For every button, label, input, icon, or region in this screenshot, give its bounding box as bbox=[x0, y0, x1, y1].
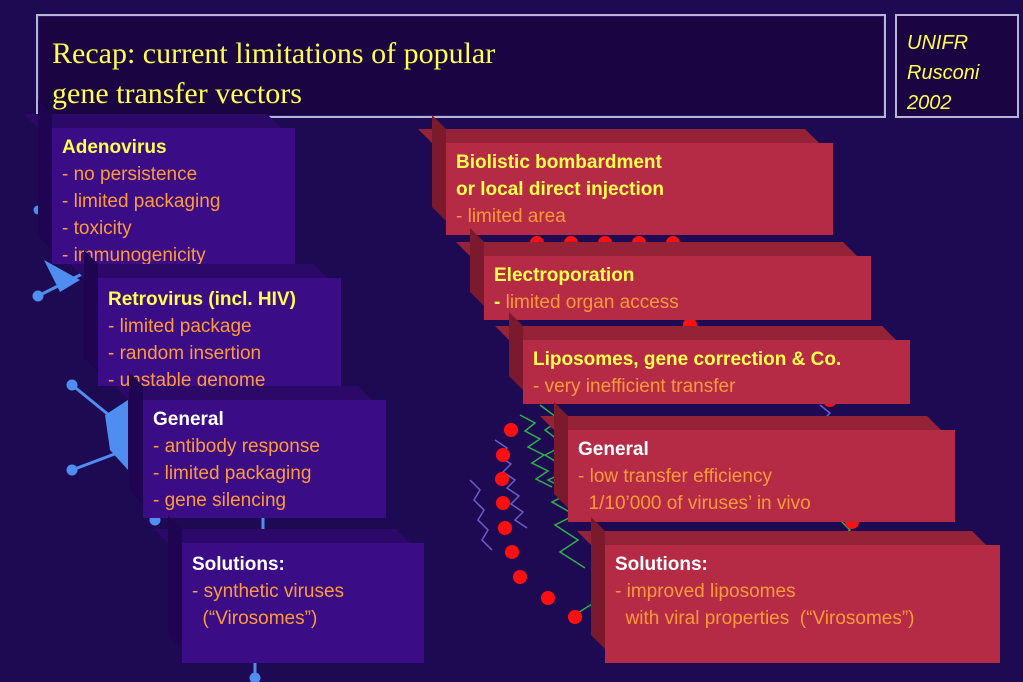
viral-general-item: - gene silencing bbox=[153, 490, 287, 511]
retrovirus-item: - unstable genome bbox=[108, 370, 266, 386]
liposomes-box: Liposomes, gene correction & Co. - very … bbox=[495, 312, 910, 404]
biolistic-heading-line-2: or local direct injection bbox=[456, 179, 664, 200]
viral-general-item: - limited packaging bbox=[153, 463, 312, 484]
biolistic-item: - limited area bbox=[456, 206, 566, 227]
nonviral-general-item: - low transfer efficiency bbox=[578, 466, 772, 487]
adenovirus-item: - limited packaging bbox=[62, 191, 221, 212]
viral-solutions-item: (“Virosomes”) bbox=[192, 608, 318, 629]
affiliation-line-3: 2002 bbox=[907, 92, 952, 114]
adenovirus-item: - no persistence bbox=[62, 164, 198, 185]
nonviral-general-heading: General bbox=[578, 439, 649, 460]
retrovirus-item: - random insertion bbox=[108, 343, 262, 364]
nonviral-general-box: General - low transfer efficiency 1/10’0… bbox=[540, 402, 955, 522]
retrovirus-box: Retrovirus (incl. HIV) - limited package… bbox=[70, 250, 341, 386]
viral-solutions-item: - synthetic viruses bbox=[192, 581, 345, 602]
electroporation-item: limited organ access bbox=[500, 292, 679, 313]
nonviral-solutions-box: Solutions: - improved liposomes with vir… bbox=[577, 517, 1000, 663]
viral-general-box: General - antibody response - limited pa… bbox=[115, 372, 386, 518]
biolistic-heading-line-1: Biolistic bombardment bbox=[456, 152, 662, 173]
title-box: Recap: current limitations of popular gen… bbox=[36, 14, 886, 118]
nonviral-solutions-item: with viral properties (“Virosomes”) bbox=[615, 608, 915, 629]
electroporation-heading: Electroporation bbox=[494, 265, 635, 286]
viral-general-item: - antibody response bbox=[153, 436, 320, 457]
biolistic-box: Biolistic bombardment or local direct in… bbox=[418, 115, 833, 235]
adenovirus-box: Adenovirus - no persistence - limited pa… bbox=[24, 100, 295, 264]
retrovirus-item: - limited package bbox=[108, 316, 252, 337]
adenovirus-item: - immunogenicity bbox=[62, 245, 206, 264]
page-title: Recap: current limitations of popular gen… bbox=[52, 34, 495, 114]
title-line-2: gene transfer vectors bbox=[52, 77, 302, 110]
nonviral-solutions-item: - improved liposomes bbox=[615, 581, 796, 602]
adenovirus-item: - toxicity bbox=[62, 218, 132, 239]
adenovirus-heading: Adenovirus bbox=[62, 137, 167, 158]
nonviral-solutions-heading: Solutions: bbox=[615, 554, 708, 575]
affiliation-line-2: Rusconi bbox=[907, 62, 980, 84]
electroporation-box: Electroporation - limited organ access bbox=[456, 228, 871, 320]
affiliation: UNIFR Rusconi 2002 bbox=[907, 28, 979, 118]
electroporation-item-line: - limited organ access bbox=[494, 289, 871, 316]
liposomes-heading: Liposomes, gene correction & Co. bbox=[533, 349, 842, 370]
affiliation-box: UNIFR Rusconi 2002 bbox=[895, 14, 1019, 118]
electroporation-bullet: - bbox=[494, 292, 501, 313]
viral-solutions-box: Solutions: - synthetic viruses (“Virosom… bbox=[154, 515, 424, 663]
title-line-1: Recap: current limitations of popular bbox=[52, 37, 496, 70]
retrovirus-heading: Retrovirus (incl. HIV) bbox=[108, 289, 296, 310]
affiliation-line-1: UNIFR bbox=[907, 32, 969, 54]
viral-general-heading: General bbox=[153, 409, 224, 430]
nonviral-general-item: 1/10’000 of viruses’ in vivo bbox=[578, 493, 811, 514]
liposomes-item: - very inefficient transfer bbox=[533, 376, 736, 397]
viral-solutions-heading: Solutions: bbox=[192, 554, 285, 575]
